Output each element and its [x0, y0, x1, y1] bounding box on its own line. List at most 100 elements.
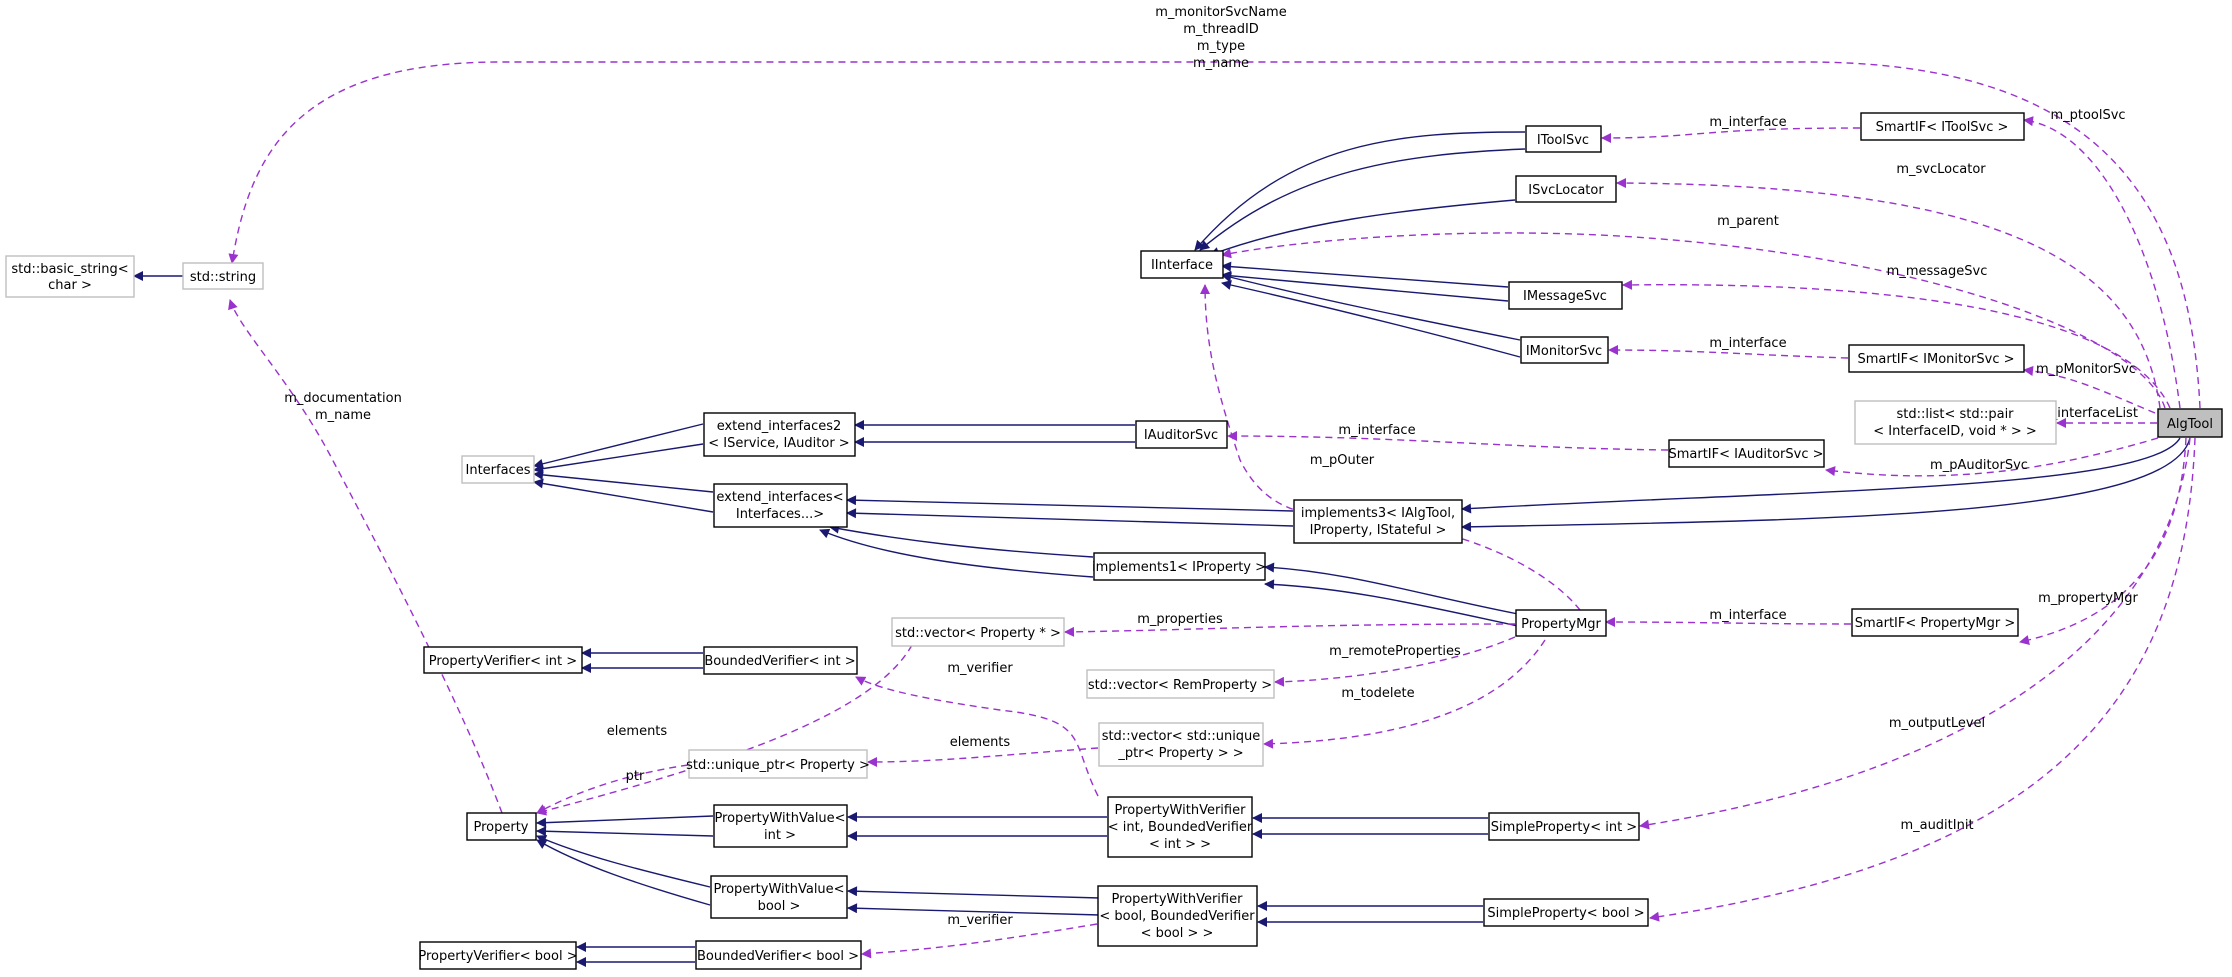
label-m-monitorsvcname: m_monitorSvcName: [1155, 5, 1286, 20]
node-itoolsvc[interactable]: IToolSvc: [1525, 125, 1602, 153]
edge-imessagesvc-to-iinterface-1: [1221, 261, 1509, 288]
edge-pwverbool-to-boundedverifierbool: [861, 923, 1098, 959]
edge-pwvint-to-property-1: [536, 815, 714, 828]
node-imonitorsvc[interactable]: IMonitorSvc: [1520, 336, 1609, 364]
node-propertyverifier-int[interactable]: PropertyVerifier< int >: [423, 646, 583, 674]
node-boundedverifier-int[interactable]: BoundedVerifier< int >: [703, 646, 858, 675]
svg-text:PropertyWithVerifier: PropertyWithVerifier: [1115, 803, 1247, 818]
label-m-threadid: m_threadID: [1183, 22, 1259, 37]
node-std-basic-string[interactable]: std::basic_string< char >: [5, 255, 135, 298]
svg-text:BoundedVerifier< int >: BoundedVerifier< int >: [704, 654, 855, 669]
node-std-list[interactable]: std::list< std::pair < InterfaceID, void…: [1854, 400, 2057, 445]
svg-text:bool >: bool >: [758, 899, 801, 914]
edge-propertymgr-to-vectorremprop: [1274, 636, 1516, 687]
label-m-pmonitorsvc: m_pMonitorSvc: [2036, 362, 2136, 377]
node-imessagesvc[interactable]: IMessageSvc: [1508, 281, 1623, 310]
node-extend-interfaces2[interactable]: extend_interfaces2 < IService, IAuditor …: [703, 412, 856, 457]
edge-vectorpropptr-to-property: [536, 644, 913, 816]
node-propertywithverifier-int[interactable]: PropertyWithVerifier < int, BoundedVerif…: [1107, 796, 1253, 858]
edge-algtool-to-implements3-2: [1461, 437, 2191, 532]
node-implements3[interactable]: implements3< IAlgTool, IProperty, IState…: [1293, 499, 1463, 544]
node-implements1[interactable]: implements1< IProperty >: [1092, 552, 1266, 581]
svg-text:std::string: std::string: [190, 270, 256, 285]
svg-text:PropertyWithVerifier: PropertyWithVerifier: [1112, 892, 1244, 907]
node-vector-remproperty[interactable]: std::vector< RemProperty >: [1086, 669, 1275, 699]
edge-pwverbool-to-pwvbool-1: [847, 886, 1101, 899]
edge-propertymgr-to-vectorpropptr: [1064, 623, 1516, 637]
edge-smartifpropmgr-to-propertymgr: [1605, 617, 1852, 628]
svg-text:< InterfaceID, void * > >: < InterfaceID, void * > >: [1873, 424, 2037, 439]
svg-text:std::list< std::pair: std::list< std::pair: [1896, 407, 2014, 422]
label-m-name-top: m_name: [1193, 56, 1249, 71]
node-smartif-imonitorsvc[interactable]: SmartIF< IMonitorSvc >: [1848, 344, 2025, 373]
svg-text:IToolSvc: IToolSvc: [1537, 133, 1589, 148]
node-smartif-itoolsvc[interactable]: SmartIF< IToolSvc >: [1860, 112, 2025, 141]
label-m-interface-tool: m_interface: [1709, 115, 1786, 130]
edge-vectoruniqueptr-to-uniqueptr: [867, 747, 1099, 767]
edge-algtool-to-smartiftool: [2023, 116, 2181, 409]
svg-text:IMessageSvc: IMessageSvc: [1523, 289, 1607, 304]
label-m-interface-propmgr: m_interface: [1709, 608, 1786, 623]
label-m-remoteproperties: m_remoteProperties: [1329, 644, 1461, 659]
svg-text:IInterface: IInterface: [1151, 258, 1213, 273]
label-m-type: m_type: [1197, 39, 1245, 54]
node-iinterface[interactable]: IInterface: [1140, 250, 1224, 279]
node-algtool[interactable]: AlgTool: [2157, 408, 2223, 438]
svg-text:Interfaces...>: Interfaces...>: [736, 507, 824, 522]
label-ptr: ptr: [626, 769, 645, 784]
svg-text:SmartIF< IMonitorSvc >: SmartIF< IMonitorSvc >: [1857, 352, 2014, 367]
label-m-verifier-bool: m_verifier: [947, 913, 1013, 928]
svg-text:char >: char >: [48, 278, 92, 293]
node-propertymgr[interactable]: PropertyMgr: [1515, 609, 1607, 637]
edge-implements1-to-extinterfaces-1: [829, 523, 1094, 558]
edge-implements3-to-extinterfaces-2: [846, 508, 1294, 527]
node-smartif-propertymgr[interactable]: SmartIF< PropertyMgr >: [1851, 608, 2019, 637]
node-property[interactable]: Property: [466, 812, 537, 841]
node-vector-property-ptr[interactable]: std::vector< Property * >: [891, 617, 1065, 647]
label-m-parent: m_parent: [1717, 214, 1779, 229]
nodes: AlgTool std::string std::basic_string< c…: [5, 112, 2223, 970]
svg-text:std::vector< Property * >: std::vector< Property * >: [895, 626, 1061, 641]
edge-smartifmonitor-to-imonitorsvc: [1608, 345, 1849, 359]
label-m-documentation: m_documentation: [284, 391, 402, 406]
node-vector-unique-ptr[interactable]: std::vector< std::unique _ptr< Property …: [1098, 722, 1264, 767]
edge-algtool-to-implements3-1: [1461, 437, 2181, 514]
edge-stdstring-to-property: [228, 299, 503, 814]
node-std-string[interactable]: std::string: [182, 262, 264, 290]
edge-algtool-to-simplepropint: [1639, 437, 2191, 830]
label-m-pauditorsvc: m_pAuditorSvc: [1930, 458, 2028, 473]
node-isvclocator[interactable]: ISvcLocator: [1515, 175, 1617, 203]
edge-smartifauditor-to-iauditorsvc: [1227, 431, 1669, 451]
edge-isvclocator-to-iinterface: [1209, 199, 1516, 257]
label-elements-vector: elements: [607, 724, 668, 739]
node-propertywithvalue-bool[interactable]: PropertyWithValue< bool >: [710, 875, 848, 919]
node-iauditorsvc[interactable]: IAuditorSvc: [1135, 420, 1228, 449]
edge-uniqueptr-to-property: [536, 764, 689, 814]
label-m-interfacelist: m_interfaceList: [2038, 406, 2138, 421]
node-unique-ptr-property[interactable]: std::unique_ptr< Property >: [686, 749, 870, 779]
edge-algtool-to-iinterface: [1221, 232, 2166, 409]
node-simpleproperty-int[interactable]: SimpleProperty< int >: [1488, 812, 1640, 841]
edge-algtool-to-simplepropbool: [1649, 437, 2196, 922]
edge-smartiftool-to-itoolsvc: [1601, 127, 1861, 143]
svg-text:< bool > >: < bool > >: [1141, 926, 1214, 941]
svg-text:SmartIF< IToolSvc >: SmartIF< IToolSvc >: [1876, 120, 2009, 135]
node-propertyverifier-bool[interactable]: PropertyVerifier< bool >: [418, 941, 578, 970]
node-extend-interfaces[interactable]: extend_interfaces< Interfaces...>: [713, 483, 848, 528]
node-boundedverifier-bool[interactable]: BoundedVerifier< bool >: [695, 940, 862, 970]
edge-algtool-to-smartifmonitor: [2023, 366, 2156, 414]
inheritance-edges: [133, 131, 2191, 967]
node-propertywithvalue-int[interactable]: PropertyWithValue< int >: [713, 804, 848, 848]
svg-text:< IService, IAuditor >: < IService, IAuditor >: [708, 436, 849, 451]
usage-edges: [228, 61, 2201, 959]
svg-text:BoundedVerifier< bool >: BoundedVerifier< bool >: [697, 949, 859, 964]
edge-propertymgr-to-implements1-1: [1264, 562, 1519, 615]
node-propertywithverifier-bool[interactable]: PropertyWithVerifier < bool, BoundedVeri…: [1097, 885, 1258, 947]
node-smartif-iauditorsvc[interactable]: SmartIF< IAuditorSvc >: [1668, 439, 1825, 468]
edge-imonitorsvc-to-iinterface-2: [1221, 280, 1521, 358]
node-simpleproperty-bool[interactable]: SimpleProperty< bool >: [1483, 898, 1649, 927]
label-m-todelete: m_todelete: [1341, 686, 1414, 701]
node-interfaces[interactable]: Interfaces: [461, 455, 535, 484]
edge-algtool-to-isvclocator: [1616, 178, 2161, 409]
